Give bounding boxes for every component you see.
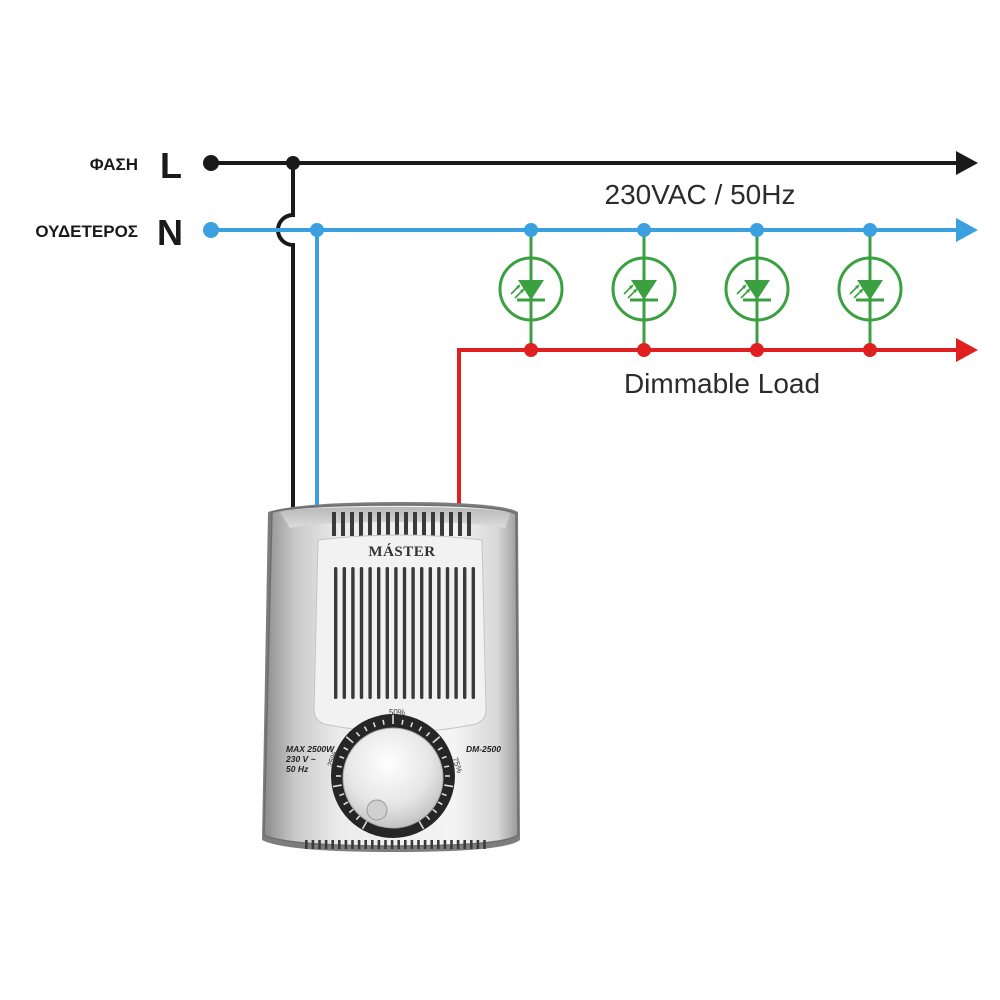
- load-junction: [863, 343, 877, 357]
- neutral-junction: [863, 223, 877, 237]
- led-diode-icon: [724, 223, 790, 357]
- led-group: [498, 223, 903, 357]
- dial-ticks: [332, 715, 454, 830]
- front-vents: [334, 567, 475, 699]
- neutral-junction: [750, 223, 764, 237]
- dial-label-50: 50%: [389, 708, 405, 717]
- spec-voltage: 230 V ~: [285, 754, 316, 764]
- brand-logo: MÁSTER: [368, 543, 435, 560]
- neutral-wire: [203, 218, 978, 510]
- top-vents: [332, 512, 471, 536]
- led-diode-icon: [837, 223, 903, 357]
- load-junction: [524, 343, 538, 357]
- neutral-junction: [524, 223, 538, 237]
- neutral-label: ΟΥΔΕΤΕΡΟΣ: [35, 222, 138, 241]
- led-diode-icon: [611, 223, 677, 357]
- supply-label: 230VAC / 50Hz: [605, 179, 796, 210]
- load-label: Dimmable Load: [624, 368, 820, 399]
- knob-indicator-icon: [366, 799, 388, 821]
- load-wire: [457, 338, 978, 510]
- dimmer-device: MÁSTER MAX 2500W 230 V ~ 50 Hz DM-2500 5…: [262, 502, 520, 852]
- load-junction: [750, 343, 764, 357]
- dimmer-knob[interactable]: [342, 727, 444, 829]
- bottom-vents: [305, 840, 486, 849]
- model-label: DM-2500: [466, 744, 501, 754]
- spec-frequency: 50 Hz: [286, 764, 309, 774]
- neutral-letter: N: [157, 212, 183, 253]
- phase-letter: L: [160, 145, 182, 186]
- spec-power: MAX 2500W: [286, 744, 335, 754]
- phase-label: ΦΑΣΗ: [90, 155, 138, 174]
- load-junction: [637, 343, 651, 357]
- phase-wire: [203, 151, 978, 510]
- led-diode-icon: [498, 223, 564, 357]
- neutral-junction: [637, 223, 651, 237]
